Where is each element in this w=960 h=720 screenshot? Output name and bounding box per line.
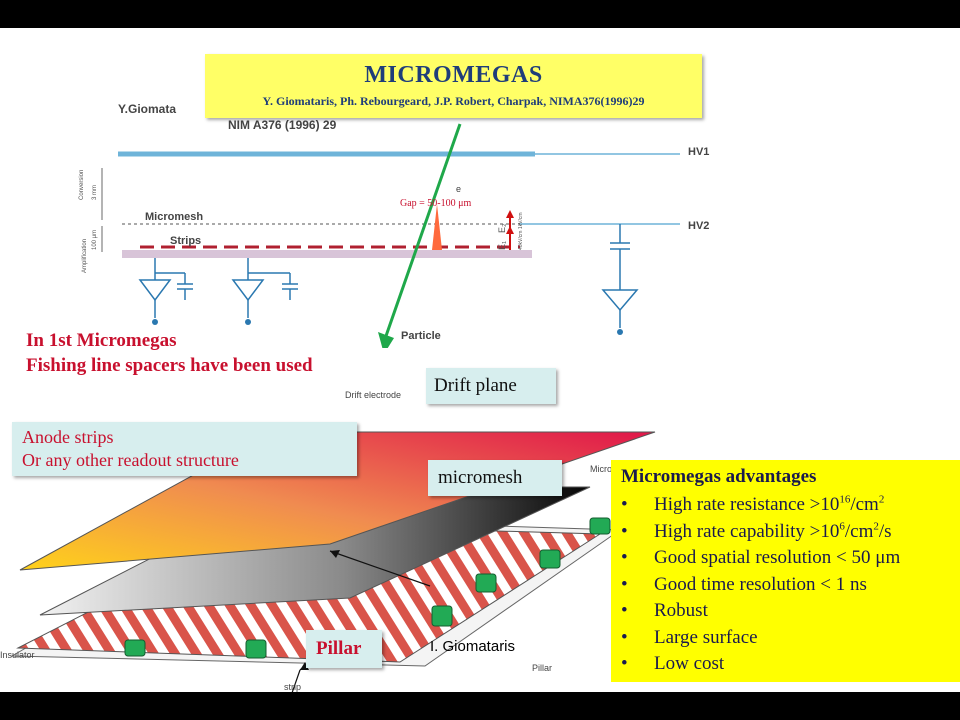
readout-channel-1 bbox=[138, 258, 193, 318]
pillar-label: Pillar bbox=[316, 638, 362, 659]
field-e1-label: E₁ bbox=[497, 240, 507, 250]
strip-small-label: strip bbox=[284, 682, 302, 692]
advantage-item: • Good spatial resolution < 50 μm bbox=[621, 547, 900, 569]
amplification-label: Amplification bbox=[82, 238, 88, 273]
field-values-label: 40kV/cm 1kV/cm bbox=[518, 212, 524, 250]
bullet-icon: • bbox=[621, 494, 628, 515]
advantage-item: • Good time resolution < 1 ns bbox=[621, 574, 867, 596]
advantage-item: • High rate capability >106/cm2/s bbox=[621, 521, 892, 543]
title-box: MICROMEGAS Y. Giomataris, Ph. Rebourgear… bbox=[205, 54, 702, 118]
anode-label-line-1: Anode strips bbox=[22, 427, 114, 447]
particle-label: Particle bbox=[401, 330, 441, 342]
schematic-ref-label: NIM A376 (1996) 29 bbox=[228, 118, 337, 132]
bullet-icon: • bbox=[621, 600, 628, 621]
advantage-item: • Low cost bbox=[621, 653, 724, 675]
field-e2-label: E₂ bbox=[497, 223, 507, 234]
micromesh-label: micromesh bbox=[438, 467, 523, 488]
advantage-item: • Large surface bbox=[621, 627, 758, 649]
anode-label: Anode strips Or any other readout struct… bbox=[22, 426, 239, 472]
advantages-box: Micromegas advantages • High rate resista… bbox=[611, 460, 960, 682]
micromesh-schematic-label: Micromesh bbox=[145, 211, 204, 223]
note-line-2: Fishing line spacers have been used bbox=[26, 355, 313, 376]
advantage-text-part: High rate capability >10 bbox=[654, 520, 840, 542]
hv1-label: HV1 bbox=[688, 146, 710, 158]
drift-plane-label: Drift plane bbox=[434, 375, 517, 396]
anode-label-box: Anode strips Or any other readout struct… bbox=[12, 422, 357, 476]
readout-channel-2 bbox=[231, 258, 298, 318]
detector-3d-drawing bbox=[10, 431, 656, 692]
advantage-item: • High rate resistance >1016/cm2 bbox=[621, 494, 884, 516]
electron-label: e bbox=[456, 184, 462, 194]
particle-arrow bbox=[384, 123, 462, 337]
advantage-text-part: 6 bbox=[839, 520, 845, 533]
advantage-text-part: Robust bbox=[654, 600, 708, 621]
hv2-label: HV2 bbox=[688, 220, 710, 232]
schematic-author-label: Y.Giomata bbox=[118, 102, 177, 116]
micromesh-label-box: micromesh bbox=[428, 460, 562, 496]
bullet-icon: • bbox=[621, 653, 628, 674]
advantage-text-part: Good spatial resolution < 50 μm bbox=[654, 547, 901, 568]
advantage-text-part: High rate resistance >10 bbox=[654, 494, 840, 515]
hv2-readout-chain bbox=[601, 224, 639, 328]
credit-label: I. Giomataris bbox=[430, 638, 516, 655]
advantage-text-part: 2 bbox=[878, 493, 885, 506]
strips-schematic-label: Strips bbox=[170, 235, 202, 247]
advantage-text-part: Good time resolution < 1 ns bbox=[654, 573, 867, 595]
advantage-text-part: 2 bbox=[873, 520, 879, 533]
page-title: MICROMEGAS bbox=[364, 62, 543, 88]
conversion-label: Conversion bbox=[79, 169, 85, 200]
history-note: In 1st Micromegas Fishing line spacers h… bbox=[26, 328, 313, 378]
advantage-item: • Robust bbox=[621, 600, 708, 622]
bullet-icon: • bbox=[621, 547, 628, 568]
anode-label-line-2: Or any other readout structure bbox=[22, 450, 239, 470]
slide: Y.Giomata NIM A376 (1996) 29 HV1 HV2 Mic… bbox=[0, 28, 960, 692]
bullet-icon: • bbox=[621, 520, 628, 542]
advantage-text-part: /s bbox=[878, 520, 892, 542]
note-line-1: In 1st Micromegas bbox=[26, 330, 177, 351]
insulator-small-label: Insulator bbox=[0, 650, 35, 660]
drift-electrode-small-label: Drift electrode bbox=[345, 390, 402, 400]
page-subtitle: Y. Giomataris, Ph. Rebourgeard, J.P. Rob… bbox=[262, 94, 645, 108]
avalanche-spike bbox=[432, 204, 442, 250]
advantages-title: Micromegas advantages bbox=[621, 466, 817, 487]
substrate-bar bbox=[122, 250, 532, 258]
advantage-text-part: Large surface bbox=[654, 626, 758, 648]
bullet-icon: • bbox=[621, 573, 628, 595]
pillar-label-box: Pillar bbox=[306, 630, 382, 668]
advantage-text-part: Low cost bbox=[654, 653, 725, 674]
advantage-text-part: /cm bbox=[844, 520, 874, 542]
dim-100um-label: 100 μm bbox=[92, 229, 98, 250]
pillar-small-label: Pillar bbox=[532, 663, 553, 673]
detector-schematic bbox=[101, 123, 680, 348]
advantage-text-part: /cm bbox=[850, 494, 879, 515]
gap-label: Gap = 50-100 μm bbox=[400, 198, 472, 209]
dim-3mm-label: 3 mm bbox=[92, 185, 98, 200]
bullet-icon: • bbox=[621, 626, 628, 648]
advantage-text-part: 16 bbox=[839, 493, 851, 506]
drift-plane-label-box: Drift plane bbox=[426, 368, 556, 404]
